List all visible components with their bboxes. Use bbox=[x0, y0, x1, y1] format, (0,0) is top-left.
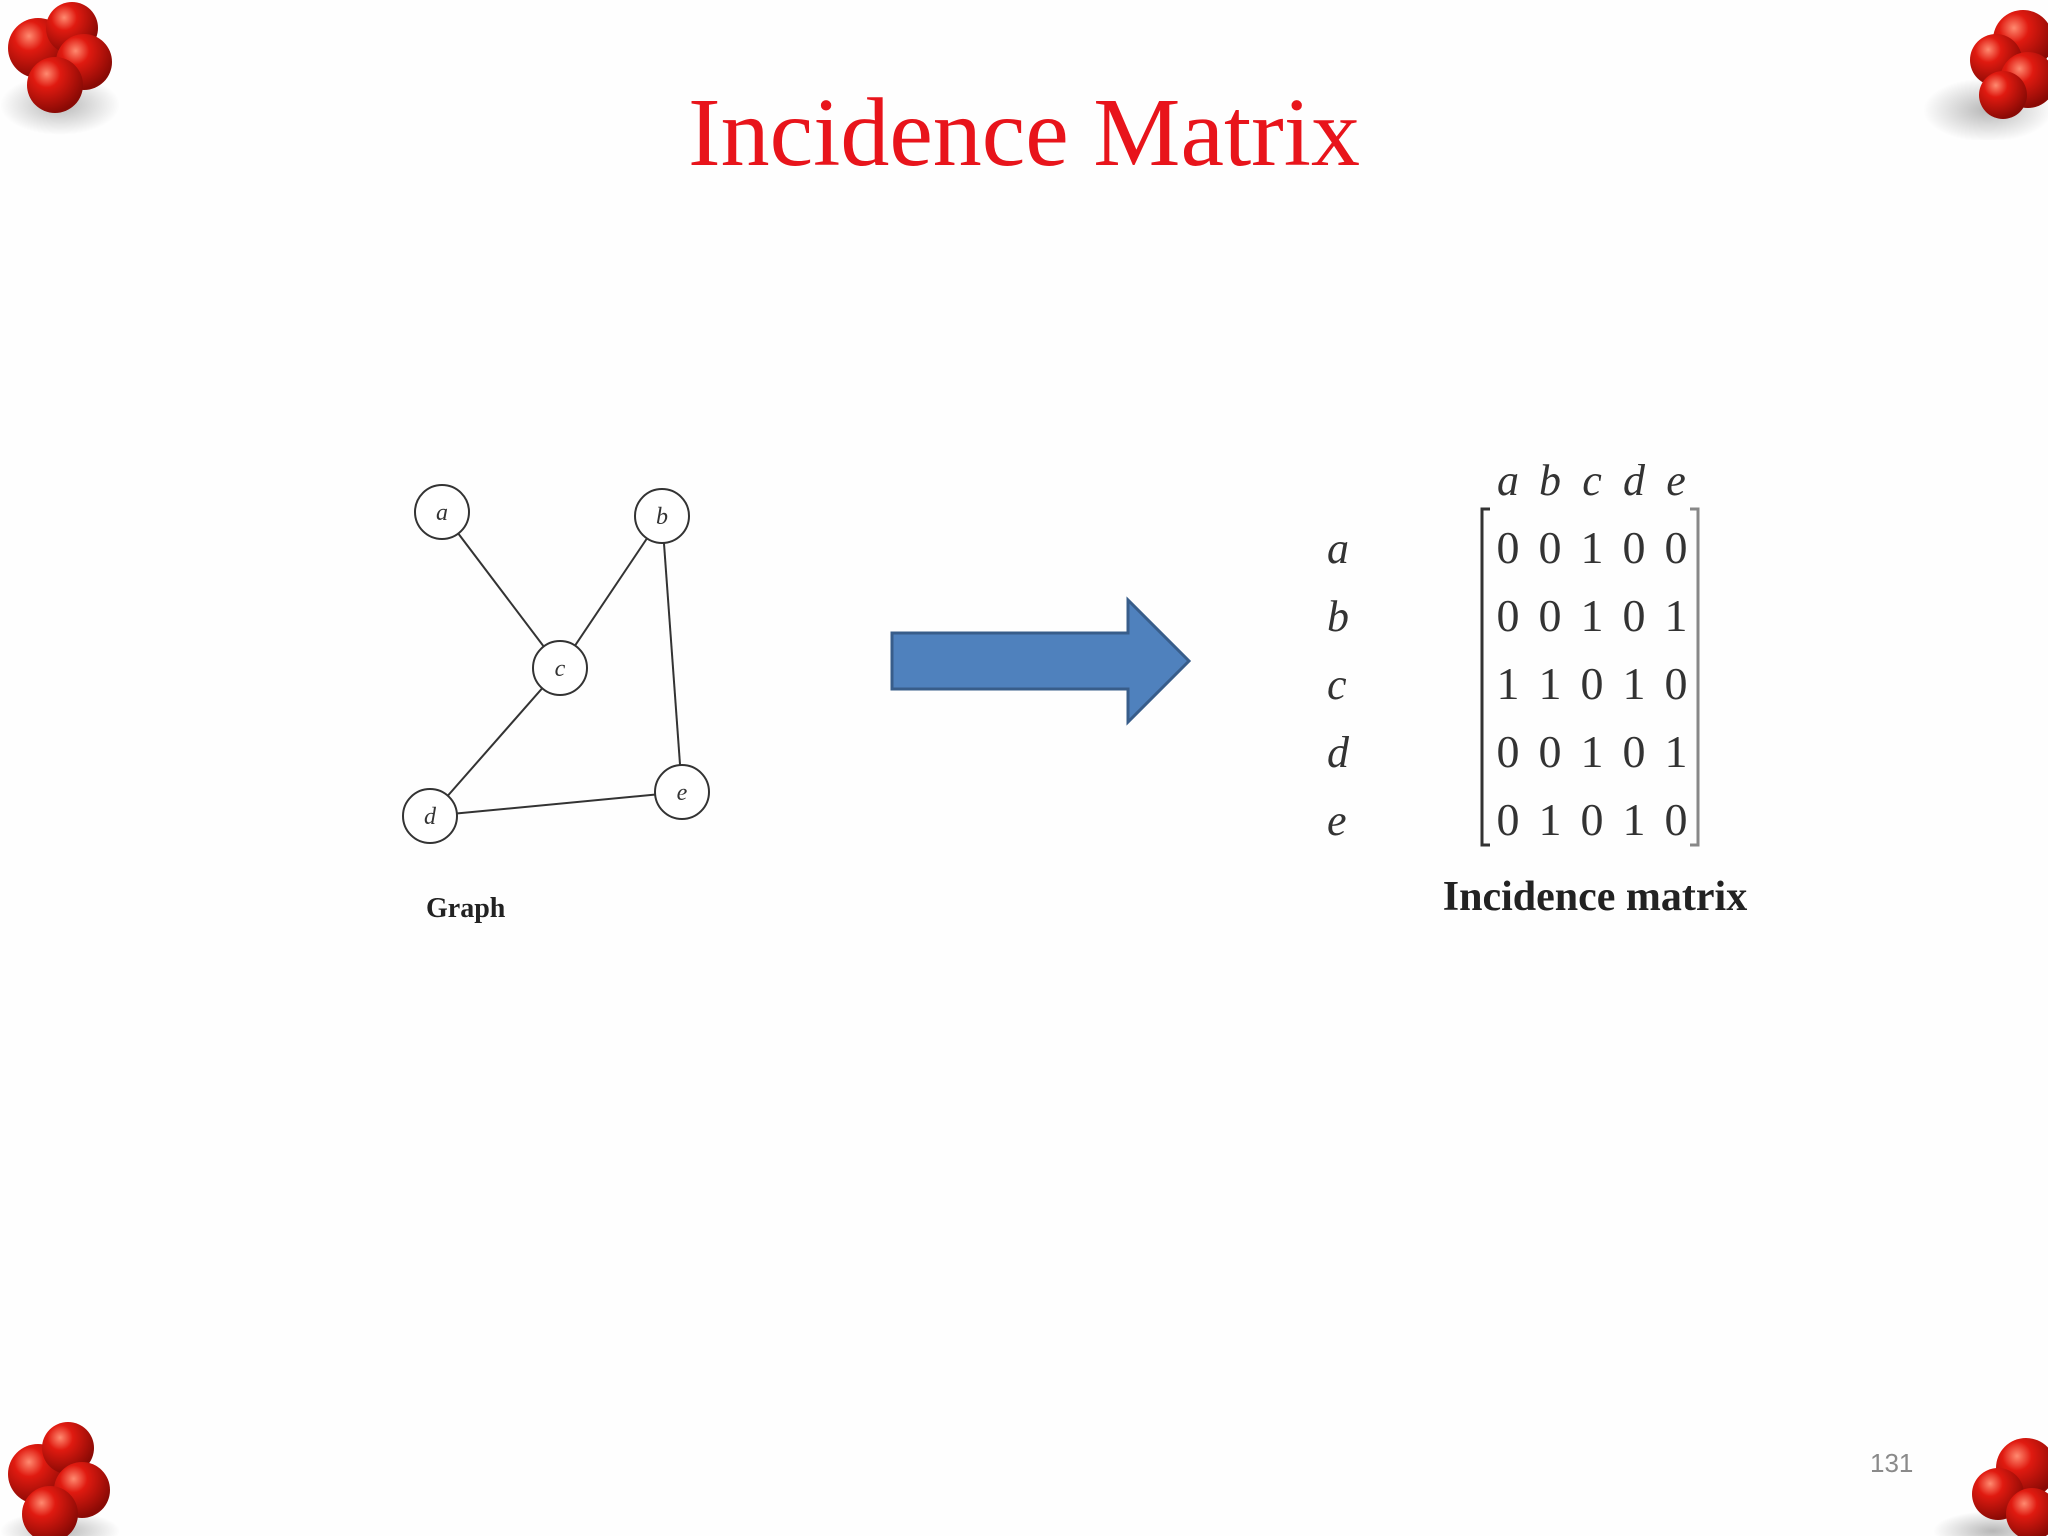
graph-node-b: b bbox=[634, 488, 690, 544]
matrix-cell: 0 bbox=[1538, 522, 1562, 573]
matrix-cell: 0 bbox=[1622, 522, 1646, 573]
matrix-cell: 0 bbox=[1622, 590, 1646, 641]
matrix-cell: 1 bbox=[1580, 726, 1604, 777]
incidence-matrix: a b c d e a b c d e 0 0 1 0 0 0 0 1 0 1 … bbox=[1300, 455, 1820, 935]
red-berries-icon bbox=[1933, 1438, 2048, 1536]
graph-diagram: a b c d e bbox=[402, 484, 710, 844]
matrix-cell: 1 bbox=[1664, 726, 1688, 777]
matrix-cell: 0 bbox=[1580, 658, 1604, 709]
matrix-row-label: a bbox=[1327, 524, 1349, 573]
matrix-caption: Incidence matrix bbox=[1442, 874, 1748, 920]
matrix-cell: 1 bbox=[1496, 658, 1520, 709]
matrix-col-label: d bbox=[1623, 456, 1645, 505]
graph-node-label: c bbox=[555, 656, 566, 682]
matrix-cell: 0 bbox=[1622, 726, 1646, 777]
graph-edge-b-e bbox=[661, 515, 683, 793]
red-berries-icon bbox=[0, 1422, 120, 1536]
graph-edge-c-d bbox=[429, 667, 561, 817]
matrix-cell: 1 bbox=[1538, 658, 1562, 709]
graph-node-a: a bbox=[414, 484, 470, 540]
right-arrow-icon bbox=[890, 596, 1192, 726]
graph-caption: Graph bbox=[426, 893, 506, 924]
matrix-cell: 0 bbox=[1580, 794, 1604, 845]
matrix-cell: 1 bbox=[1580, 590, 1604, 641]
graph-edge-d-e bbox=[429, 791, 683, 817]
graph-node-c: c bbox=[532, 640, 588, 696]
matrix-col-label: a bbox=[1497, 456, 1519, 505]
matrix-row-label: b bbox=[1327, 592, 1349, 641]
matrix-col-label: e bbox=[1666, 456, 1686, 505]
graph-node-d: d bbox=[402, 788, 458, 844]
matrix-brackets bbox=[1480, 507, 1700, 847]
red-berries-icon bbox=[0, 2, 120, 135]
graph-node-label: b bbox=[656, 504, 668, 530]
matrix-cell: 1 bbox=[1622, 794, 1646, 845]
page-number: 131 bbox=[1870, 1448, 1914, 1478]
red-berries-icon bbox=[1923, 10, 2048, 140]
slide-title: Incidence Matrix bbox=[687, 79, 1361, 187]
matrix-row-label: c bbox=[1327, 660, 1347, 709]
matrix-cell: 0 bbox=[1496, 726, 1520, 777]
matrix-cell: 0 bbox=[1538, 726, 1562, 777]
matrix-cell: 1 bbox=[1580, 522, 1604, 573]
matrix-row-label: d bbox=[1327, 728, 1349, 777]
matrix-cell: 0 bbox=[1496, 522, 1520, 573]
graph-edge-a-c bbox=[441, 511, 561, 669]
matrix-cell: 0 bbox=[1496, 794, 1520, 845]
matrix-col-label: c bbox=[1582, 456, 1602, 505]
matrix-cell: 0 bbox=[1664, 794, 1688, 845]
graph-node-label: e bbox=[677, 780, 688, 806]
matrix-col-label: b bbox=[1539, 456, 1561, 505]
matrix-cell: 1 bbox=[1622, 658, 1646, 709]
graph-node-e: e bbox=[654, 764, 710, 820]
matrix-cell: 0 bbox=[1496, 590, 1520, 641]
graph-node-label: d bbox=[424, 804, 437, 830]
matrix-cell: 1 bbox=[1538, 794, 1562, 845]
matrix-cell: 0 bbox=[1664, 522, 1688, 573]
matrix-cell: 1 bbox=[1664, 590, 1688, 641]
matrix-row-label: e bbox=[1327, 796, 1347, 845]
matrix-cell: 0 bbox=[1664, 658, 1688, 709]
matrix-cell: 0 bbox=[1538, 590, 1562, 641]
graph-node-label: a bbox=[436, 500, 448, 526]
graph-edge-b-c bbox=[559, 515, 663, 669]
